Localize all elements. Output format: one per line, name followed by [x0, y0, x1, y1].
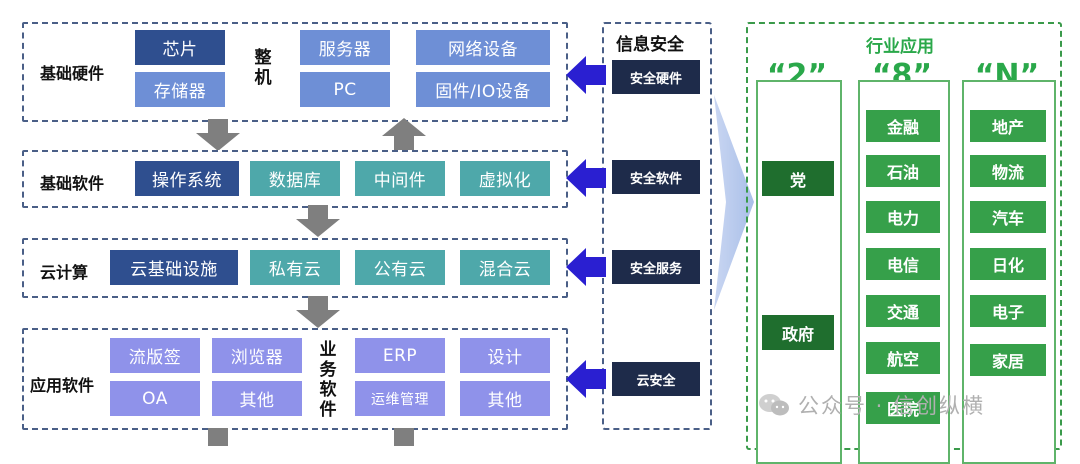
security-software-box: 安全软件: [612, 160, 700, 194]
up-arrow-icon: [382, 118, 426, 150]
logistics-box: 物流: [970, 155, 1046, 187]
other-box-1: 其他: [212, 381, 302, 416]
hybrid-cloud-box: 混合云: [460, 250, 550, 285]
erp-box: ERP: [355, 338, 445, 373]
watermark-text: 公众号 · 信创纵横: [798, 394, 986, 418]
transport-box: 交通: [866, 295, 940, 327]
server-box: 服务器: [300, 30, 390, 65]
watermark: 公众号 · 信创纵横: [758, 390, 985, 420]
government-box: 政府: [762, 315, 834, 350]
virtualization-box: 虚拟化: [460, 161, 550, 196]
private-cloud-box: 私有云: [250, 250, 340, 285]
security-hardware-box: 安全硬件: [612, 60, 700, 94]
pc-box: PC: [300, 72, 390, 107]
chip-box: 芯片: [135, 30, 225, 65]
down-arrow-icon: [196, 119, 240, 151]
database-box: 数据库: [250, 161, 340, 196]
apps-row-title: 应用软件: [30, 376, 95, 395]
hospital-box: 医院: [866, 392, 940, 424]
power-box: 电力: [866, 201, 940, 233]
real-estate-box: 地产: [970, 110, 1046, 142]
home-box: 家居: [970, 344, 1046, 376]
aviation-box: 航空: [866, 342, 940, 374]
security-service-box: 安全服务: [612, 250, 700, 284]
other-box-2: 其他: [460, 381, 550, 416]
cloud-infra-box: 云基础设施: [110, 250, 238, 285]
petroleum-box: 石油: [866, 155, 940, 187]
left-arrow-icon: [566, 56, 606, 94]
os-box: 操作系统: [135, 161, 239, 196]
public-cloud-box: 公有云: [355, 250, 445, 285]
ops-management-box: 运维管理: [355, 381, 445, 416]
down-arrow-icon: [296, 296, 340, 328]
middleware-box: 中间件: [355, 161, 445, 196]
big-right-arrow-icon: [714, 95, 754, 310]
security-title: 信息安全: [616, 35, 684, 55]
business-software-label: 业务软件: [319, 340, 337, 420]
security-column: [602, 22, 712, 430]
electronics-box: 电子: [970, 295, 1046, 327]
down-arrow-icon: [296, 205, 340, 237]
network-device-box: 网络设备: [416, 30, 550, 65]
chemicals-box: 日化: [970, 248, 1046, 280]
left-arrow-icon: [566, 360, 606, 398]
party-box: 党: [762, 161, 834, 196]
whole-machine-label: 整机: [254, 48, 272, 88]
left-arrow-icon: [566, 248, 606, 286]
finance-box: 金融: [866, 110, 940, 142]
industry-title: 行业应用: [866, 37, 934, 57]
cloud-row-title: 云计算: [40, 263, 89, 282]
cloud-security-box: 云安全: [612, 362, 700, 396]
oa-box: OA: [110, 381, 200, 416]
telecom-box: 电信: [866, 248, 940, 280]
software-row-title: 基础软件: [40, 174, 105, 193]
firmware-io-box: 固件/IO设备: [416, 72, 550, 107]
down-arrow-icon: [394, 428, 414, 446]
left-arrow-icon: [566, 159, 606, 197]
wechat-icon: [759, 394, 789, 416]
design-box: 设计: [460, 338, 550, 373]
workflow-box: 流版签: [110, 338, 200, 373]
hardware-row-title: 基础硬件: [40, 64, 105, 83]
down-arrow-icon: [208, 428, 228, 446]
auto-box: 汽车: [970, 201, 1046, 233]
storage-box: 存储器: [135, 72, 225, 107]
browser-box: 浏览器: [212, 338, 302, 373]
